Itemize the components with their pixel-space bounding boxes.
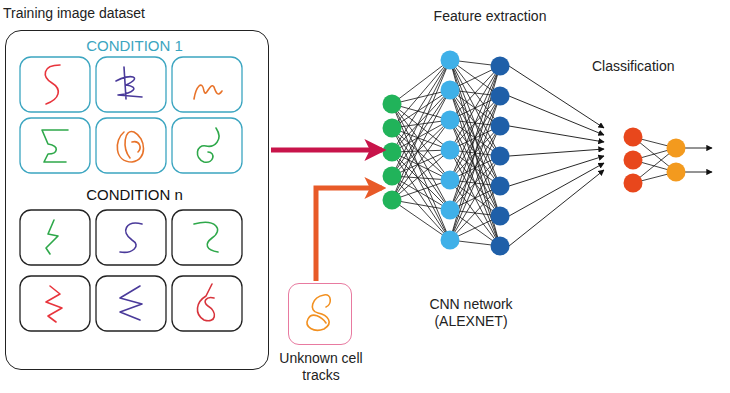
- node-label: CNN network (ALEXNET): [408, 296, 534, 330]
- network-link: [450, 60, 500, 216]
- cell-track: [46, 286, 62, 322]
- neuron: [491, 87, 510, 106]
- node-title: Feature extraction: [410, 8, 570, 25]
- neuron: [441, 231, 460, 250]
- network-arrow: [509, 170, 604, 246]
- image-tile: [20, 276, 90, 331]
- cell-track: [42, 130, 68, 162]
- neuron: [624, 128, 643, 147]
- cell-track: [120, 286, 142, 320]
- unknown-track-tile: Unknown cell tracks: [288, 283, 352, 345]
- image-tile: [172, 210, 242, 265]
- neuron: [491, 57, 510, 76]
- image-tile: [172, 118, 242, 173]
- image-tile: [20, 210, 90, 265]
- neuron: [441, 81, 460, 100]
- cell-track: [45, 65, 60, 104]
- neuron: [667, 139, 686, 158]
- neuron: [491, 207, 510, 226]
- neuron: [491, 177, 510, 196]
- cell-track: [197, 284, 214, 321]
- image-tile: [172, 276, 242, 331]
- network-arrow: [509, 149, 604, 156]
- network-link: [392, 152, 450, 240]
- neuron: [383, 119, 402, 138]
- neuron: [383, 95, 402, 114]
- image-tile: [96, 210, 166, 265]
- neuron: [624, 151, 643, 170]
- cell-track: [120, 223, 142, 252]
- dataset-box: Training image datasetCONDITION 1CONDITI…: [5, 30, 269, 370]
- cell-track: [116, 67, 142, 99]
- image-tile: [20, 57, 90, 112]
- node-title: Training image dataset: [3, 5, 203, 22]
- neuron: [667, 163, 686, 182]
- neuron: [624, 174, 643, 193]
- cell-track: [194, 85, 222, 99]
- image-tile: [96, 118, 166, 173]
- cnn-network: Feature extractionCNN network (ALEXNET): [378, 6, 610, 326]
- flow-arrow: [316, 188, 382, 281]
- section-label: Classification: [592, 58, 678, 75]
- network-link: [450, 90, 500, 246]
- node-label: CONDITION 1: [6, 37, 263, 54]
- node-title: Unknown cell tracks: [277, 350, 365, 384]
- network-arrow: [509, 96, 604, 135]
- network-link: [450, 156, 500, 240]
- network-arrow: [685, 172, 712, 173]
- neuron: [441, 51, 460, 70]
- neuron: [383, 167, 402, 186]
- network-link: [392, 200, 450, 240]
- neuron: [491, 117, 510, 136]
- neuron: [441, 141, 460, 160]
- neuron: [383, 143, 402, 162]
- network-link: [392, 120, 450, 200]
- neuron: [441, 111, 460, 130]
- image-tile: [96, 57, 166, 112]
- neuron: [383, 191, 402, 210]
- neuron: [491, 147, 510, 166]
- neuron: [441, 201, 460, 220]
- node-label: CONDITION n: [6, 186, 263, 203]
- neuron: [491, 237, 510, 256]
- network-arrow: [685, 148, 712, 149]
- neuron: [441, 171, 460, 190]
- image-tile: [20, 118, 90, 173]
- cell-track: [194, 222, 218, 252]
- cell-track: [307, 295, 330, 330]
- cell-track: [117, 131, 143, 162]
- network-arrow: [509, 126, 604, 142]
- network-arrow: [509, 66, 604, 128]
- image-tile: [96, 276, 166, 331]
- cell-track: [197, 128, 219, 162]
- cell-track: [46, 220, 58, 254]
- flow-arrow: [271, 148, 382, 153]
- image-tile: [172, 57, 242, 112]
